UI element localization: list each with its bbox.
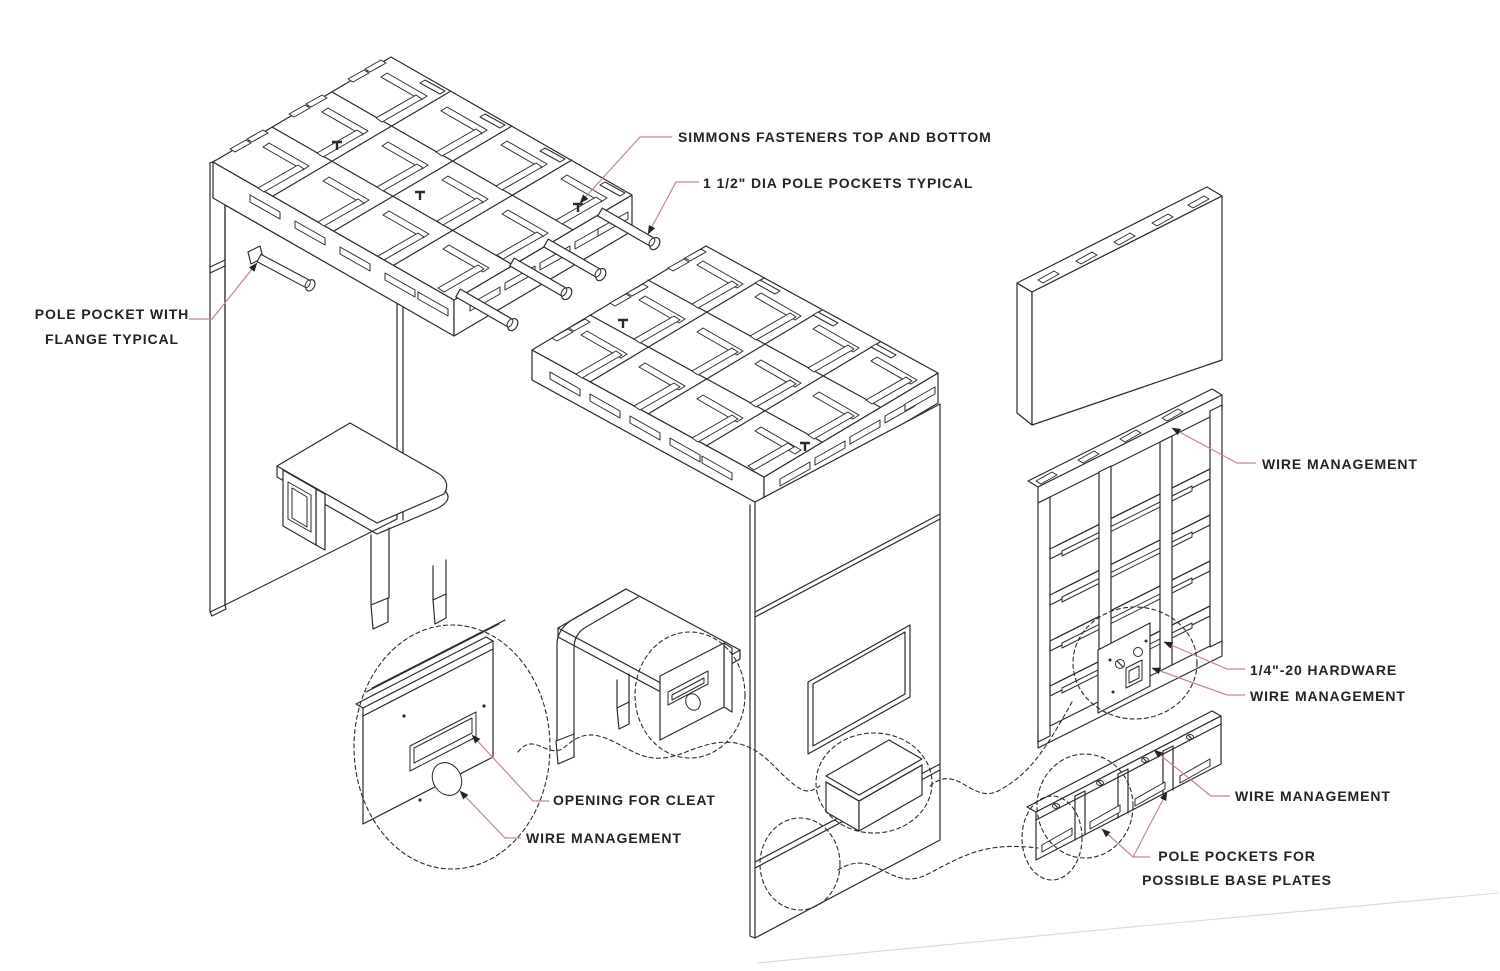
right-top-panel bbox=[1016, 186, 1223, 426]
detail-circle bbox=[1072, 606, 1198, 720]
detail-circle bbox=[634, 631, 746, 759]
left-canopy-frame bbox=[212, 56, 633, 337]
label-wire-management-frame: WIRE MANAGEMENT bbox=[1262, 456, 1418, 472]
ground-line bbox=[756, 892, 1500, 964]
label-wire-management-hardware: WIRE MANAGEMENT bbox=[1250, 688, 1406, 704]
leader-lines bbox=[189, 136, 1256, 858]
section-connector-lines bbox=[517, 701, 1073, 880]
center-tower bbox=[749, 403, 941, 939]
label-pole-pocket-flange-line1: POLE POCKET WITH bbox=[34, 306, 190, 322]
label-pole-pockets-base-line2: POSSIBLE BASE PLATES bbox=[1142, 872, 1332, 888]
center-canopy-frame bbox=[531, 245, 939, 508]
hardware-detail bbox=[1097, 622, 1151, 714]
detail-circle bbox=[759, 817, 841, 911]
label-pole-pockets-dia: 1 1/2" DIA POLE POCKETS TYPICAL bbox=[703, 175, 974, 191]
tower-shelf-box bbox=[825, 739, 923, 832]
label-pole-pocket-flange: POLE POCKET WITH FLANGE TYPICAL bbox=[12, 302, 212, 352]
label-simmons-fasteners: SIMMONS FASTENERS TOP AND BOTTOM bbox=[678, 129, 992, 145]
pole-pocket-flange bbox=[247, 245, 318, 294]
label-wire-management-desk: WIRE MANAGEMENT bbox=[526, 830, 682, 846]
label-opening-for-cleat: OPENING FOR CLEAT bbox=[553, 792, 716, 808]
middle-desk bbox=[555, 588, 741, 765]
right-base-rail bbox=[1021, 710, 1222, 881]
label-pole-pocket-flange-line2: FLANGE TYPICAL bbox=[45, 331, 179, 347]
detail-circle bbox=[1021, 795, 1083, 881]
right-shelf-frame bbox=[1027, 388, 1223, 749]
label-pole-pockets-base-line1: POLE POCKETS FOR bbox=[1158, 848, 1316, 864]
label-pole-pockets-base: POLE POCKETS FOR POSSIBLE BASE PLATES bbox=[1117, 844, 1357, 892]
detail-circle bbox=[815, 732, 933, 834]
label-wire-management-base: WIRE MANAGEMENT bbox=[1235, 788, 1391, 804]
cleat-detail-view bbox=[353, 619, 551, 870]
detail-circle bbox=[1036, 753, 1134, 859]
left-counter-desk bbox=[276, 422, 449, 630]
detail-circle bbox=[353, 624, 551, 870]
label-hardware: 1/4"-20 HARDWARE bbox=[1250, 662, 1398, 678]
